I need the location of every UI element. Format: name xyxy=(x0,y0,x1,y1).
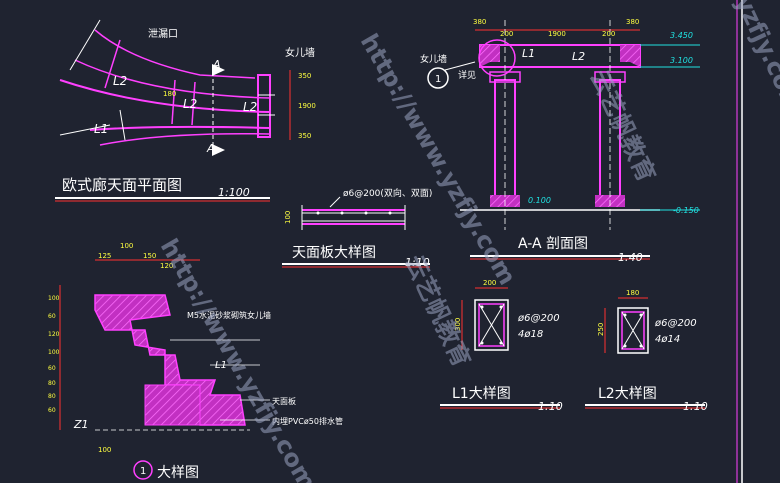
beam-l2-stirrup: ø6@200 xyxy=(654,318,697,329)
detail-dim-left-2: 60 xyxy=(48,313,56,320)
detail-dim-left-8: 60 xyxy=(48,407,56,414)
slab-drawing xyxy=(301,196,406,230)
section-title: A-A 剖面图 xyxy=(518,236,588,252)
plan-dim-1: 350 xyxy=(298,72,311,80)
section-elev-1: 3.450 xyxy=(670,31,693,40)
section-label-detail: 详见 xyxy=(458,69,476,81)
detail-number: 1 xyxy=(140,466,146,477)
beam-l2-drawing xyxy=(604,297,649,354)
plan-scale: 1:100 xyxy=(218,186,250,199)
detail-col-label: Z1 xyxy=(73,418,89,431)
section-beam-l2: L2 xyxy=(572,50,585,63)
beam-l1-drawing xyxy=(461,287,509,351)
watermark-brand-2: 云艺帆教育 xyxy=(400,251,476,372)
slab-scale: 1:10 xyxy=(405,256,430,269)
beam-l1-width: 200 xyxy=(483,279,496,287)
section-drawing xyxy=(427,20,700,230)
beam-l2-main: 4ø14 xyxy=(655,334,680,345)
plan-beam-label-4: L1 xyxy=(94,122,108,136)
beam-l2-height: 250 xyxy=(597,323,605,336)
watermark-brand-1: 云艺帆教育 xyxy=(585,66,661,187)
beam-l2-title: L2大样图 xyxy=(598,386,657,402)
section-detail-no: 1 xyxy=(435,74,441,85)
plan-beam-label-1: L2 xyxy=(113,74,127,88)
slab-title: 天面板大样图 xyxy=(292,245,376,261)
plan-dim-2: 1900 xyxy=(298,102,316,110)
section-dim-4: 200 xyxy=(602,30,615,38)
section-dim-2: 200 xyxy=(500,30,513,38)
beam-l2-scale: 1:10 xyxy=(683,400,708,413)
plan-beam-label-2: L2 xyxy=(183,97,197,111)
detail-dim-bottom: 100 xyxy=(98,446,111,454)
section-dim-3: 1900 xyxy=(548,30,566,38)
plan-label-parapet: 女儿墙 xyxy=(285,46,315,59)
detail-dim-left-5: 60 xyxy=(48,365,56,372)
watermark-url-2: http://www.yzfjy.com xyxy=(155,234,322,483)
plan-section-mark-bottom: A xyxy=(206,142,215,155)
detail-dim-top-1: 100 xyxy=(120,242,133,250)
detail-dim-top-2: 125 xyxy=(98,252,111,260)
detail-note-wall: M5水泥砂浆砌筑女儿墙 xyxy=(187,310,271,320)
detail-dim-left-7: 80 xyxy=(48,393,56,400)
beam-l1-height: 300 xyxy=(454,318,462,331)
plan-beam-label-3: L2 xyxy=(243,100,257,114)
detail-dim-top-4: 120 xyxy=(160,262,173,270)
beam-l1-title: L1大样图 xyxy=(452,386,511,402)
section-label-parapet: 女儿墙 xyxy=(420,53,447,65)
section-dim-5: 380 xyxy=(626,18,639,26)
section-elev-4: -0.150 xyxy=(673,206,699,215)
plan-drawing xyxy=(59,19,291,156)
beam-l1-main: 4ø18 xyxy=(518,329,543,340)
beam-l1-stirrup: ø6@200 xyxy=(517,313,560,324)
detail-beam-label: L1 xyxy=(215,360,227,371)
plan-title: 欧式廊天面平面图 xyxy=(62,176,182,194)
section-elev-3: 0.100 xyxy=(528,196,551,205)
detail-drawing xyxy=(59,259,270,480)
beam-l2-width: 180 xyxy=(626,289,639,297)
section-scale: 1:40 xyxy=(618,251,643,264)
plan-dim-3: 350 xyxy=(298,132,311,140)
slab-rebar-note: ø6@200(双向、双面) xyxy=(343,187,432,199)
section-dim-1: 380 xyxy=(473,18,486,26)
section-beam-l1: L1 xyxy=(522,47,535,60)
detail-dim-left-4: 100 xyxy=(48,349,60,356)
detail-dim-left-1: 100 xyxy=(48,295,60,302)
detail-dim-left-3: 120 xyxy=(48,331,60,338)
slab-dim: 100 xyxy=(284,211,292,224)
detail-dim-top-3: 150 xyxy=(143,252,156,260)
detail-title: 大样图 xyxy=(157,465,199,481)
detail-note-pipe: 内埋PVCø50排水管 xyxy=(272,416,343,426)
plan-label-drain: 泄漏口 xyxy=(148,27,178,40)
plan-section-mark-top: A xyxy=(212,58,221,71)
section-elev-2: 3.100 xyxy=(670,56,693,65)
plan-dim-4: 180 xyxy=(163,90,176,98)
detail-note-slab: 天面板 xyxy=(272,396,296,406)
beam-l1-scale: 1:10 xyxy=(538,400,563,413)
detail-dim-left-6: 80 xyxy=(48,380,56,387)
